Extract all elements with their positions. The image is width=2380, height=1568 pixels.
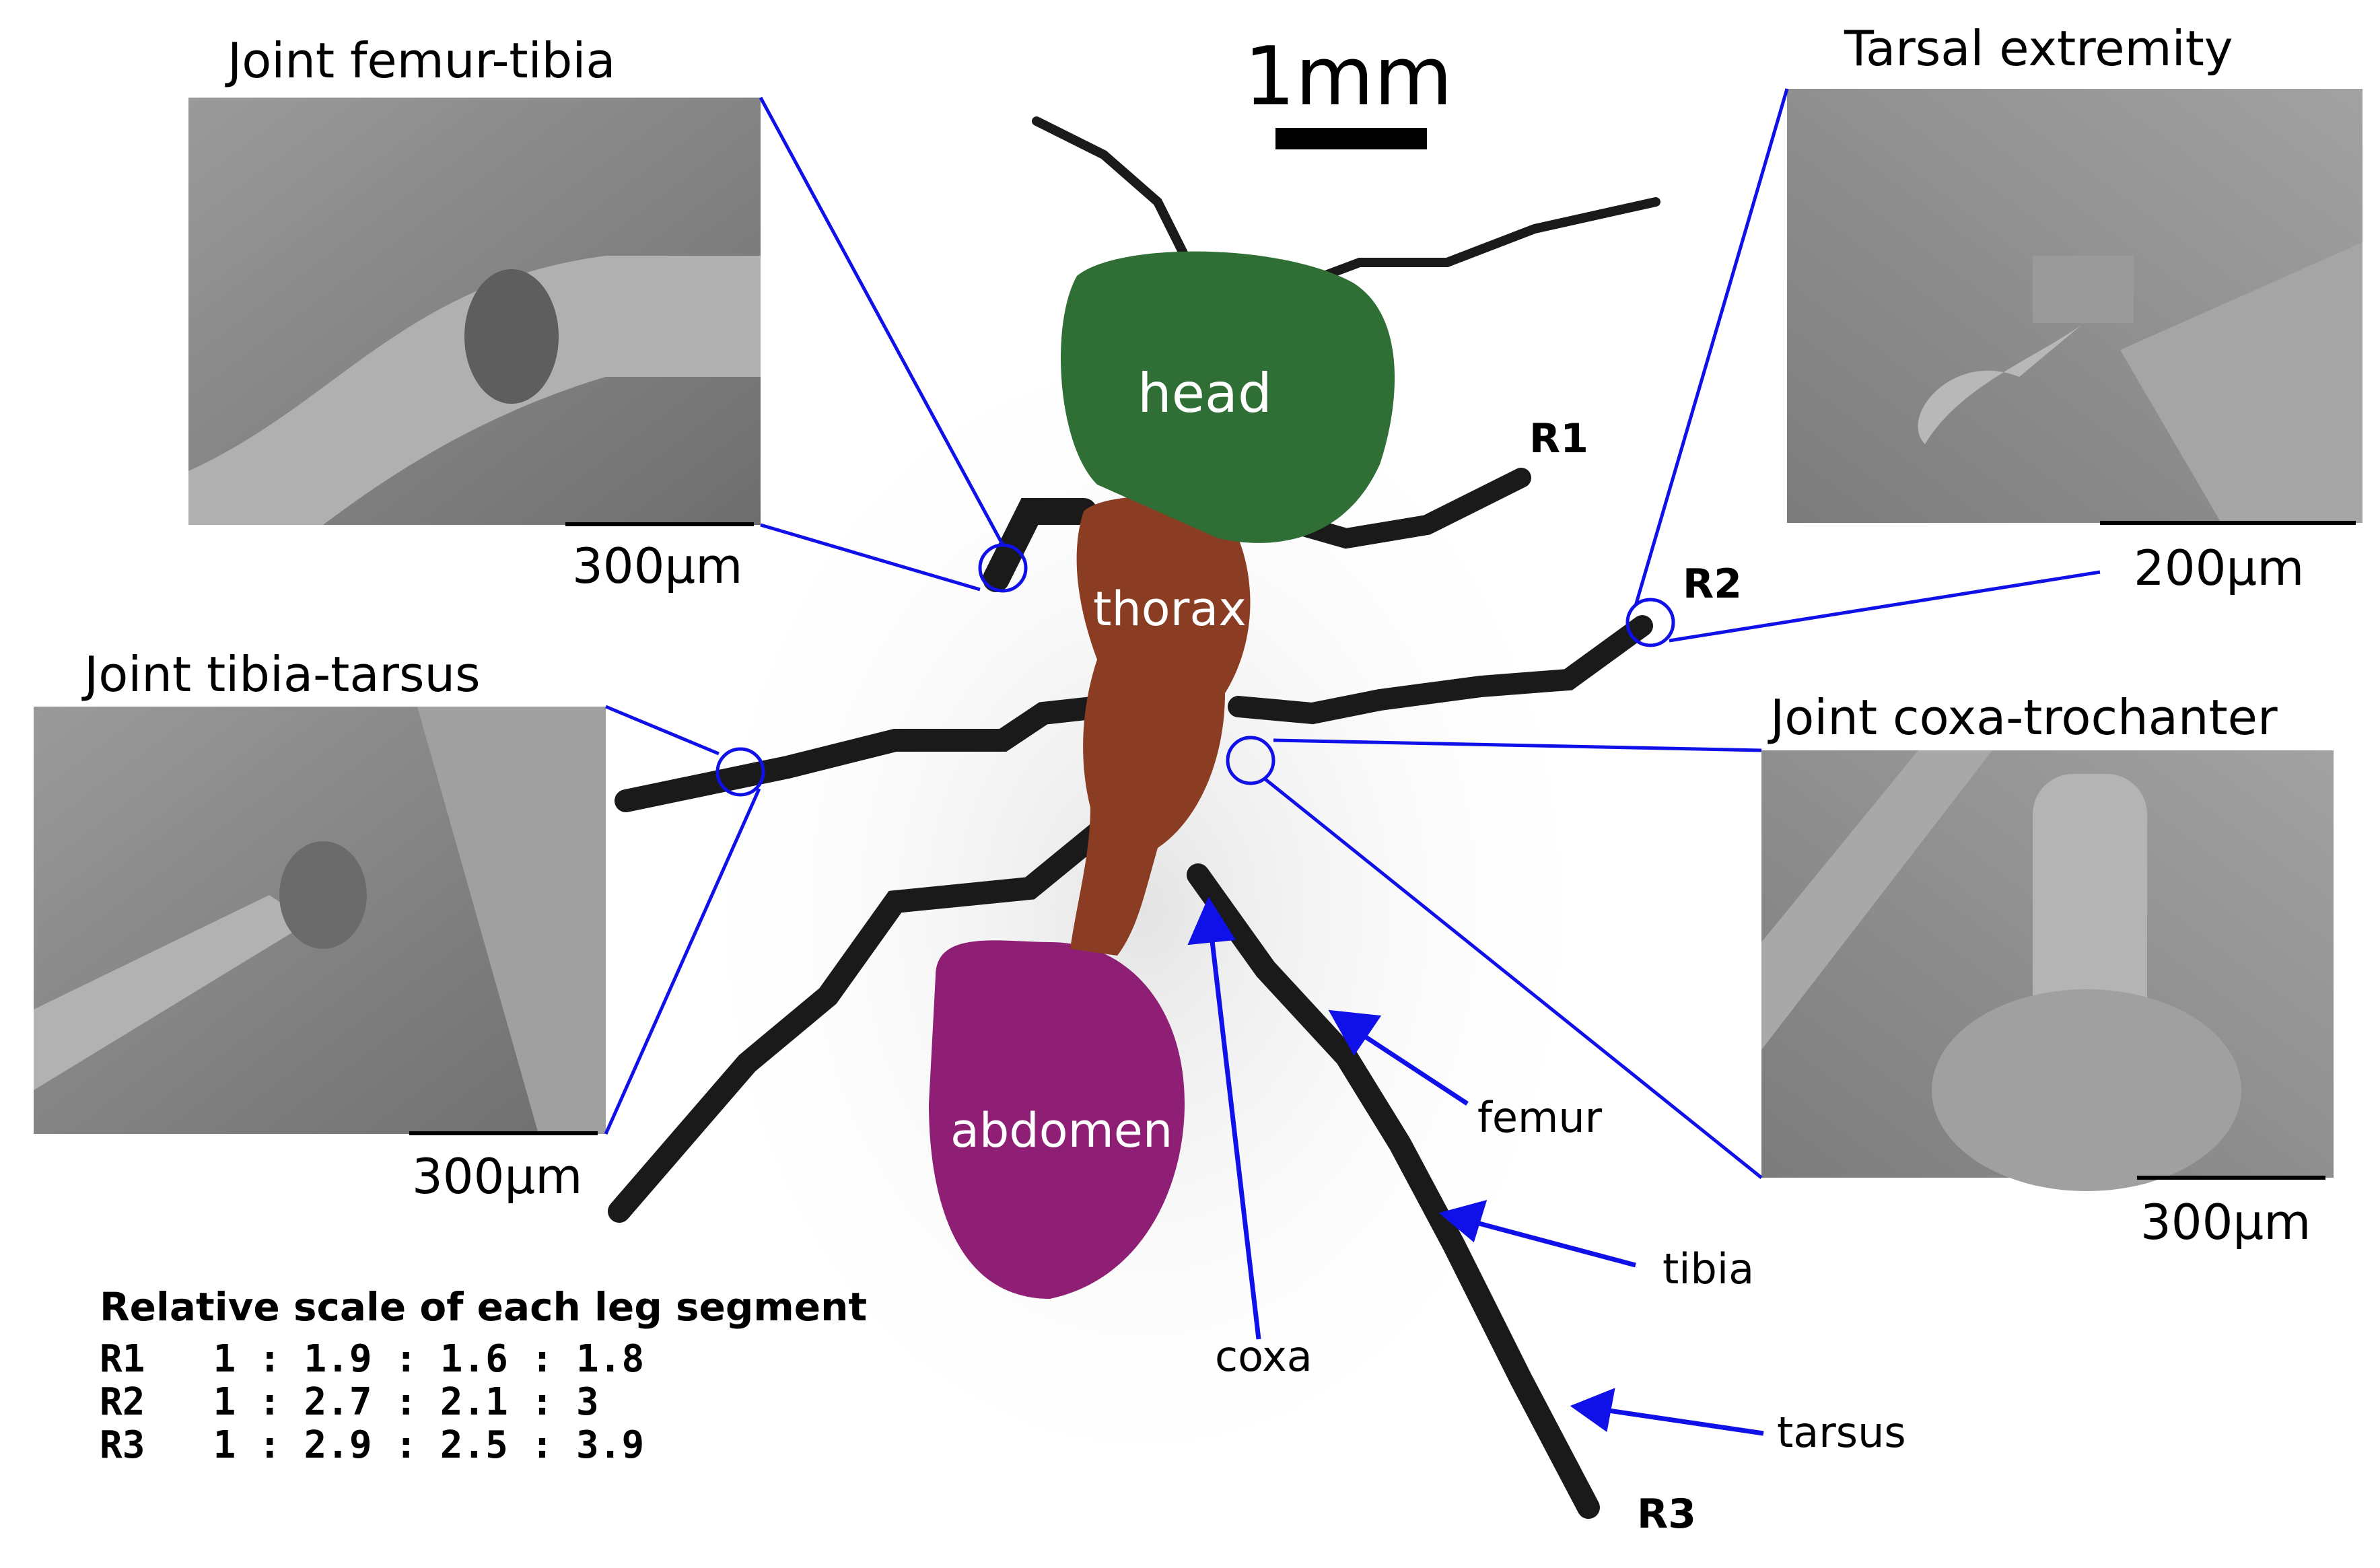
ratio-row: R3 1 : 2.9 : 2.5 : 3.9 <box>100 1424 867 1467</box>
femur-arrowhead <box>1328 1009 1382 1056</box>
ant-body <box>929 251 1395 1299</box>
inset-scale-tibia-tarsus: 300µm <box>412 1148 583 1205</box>
ratio-row-leg: R2 <box>100 1380 145 1424</box>
left-front-leg <box>983 498 1097 592</box>
tarsal-scale-bar <box>2100 521 2356 525</box>
inset-title-coxa-trochanter: Joint coxa-trochanter <box>1770 689 2278 746</box>
ratio-row-values: 1 : 2.9 : 2.5 : 3.9 <box>213 1423 645 1467</box>
inset-title-femur-tibia: Joint femur-tibia <box>228 32 616 89</box>
inset-title-tarsal-extremity: Tarsal extremity <box>1844 20 2233 77</box>
thorax-shape <box>1070 496 1251 956</box>
sem-femur-tibia-image <box>188 98 761 525</box>
head-label: head <box>1138 362 1272 425</box>
legs <box>608 116 1660 1519</box>
segment-arrows <box>1187 896 1764 1436</box>
ratio-row-values: 1 : 2.7 : 2.1 : 3 <box>213 1380 599 1424</box>
ratio-table-title: Relative scale of each leg segment <box>100 1284 868 1330</box>
leg-tag-r2: R2 <box>1683 561 1742 608</box>
leg-tag-r1: R1 <box>1529 415 1588 462</box>
femur-tibia-scale-bar <box>565 522 754 526</box>
sem-tarsal-extremity-image <box>1787 89 2362 523</box>
callout-tibia-tarsus-circle <box>715 747 765 797</box>
inset-scale-femur-tibia: 300µm <box>572 538 743 594</box>
ratio-row-leg: R3 <box>100 1423 145 1467</box>
sem-coxa-trochanter-image <box>1761 750 2334 1191</box>
scale-bars <box>409 128 2356 1180</box>
segment-label-femur: femur <box>1477 1093 1603 1142</box>
inset-scale-coxa-trochanter: 300µm <box>2140 1194 2311 1250</box>
ratio-row-leg: R1 <box>100 1337 145 1381</box>
left-middle-leg <box>615 695 1115 812</box>
segment-label-coxa: coxa <box>1215 1332 1312 1381</box>
tibia-arrowhead <box>1438 1199 1488 1243</box>
segment-label-tarsus: tarsus <box>1777 1408 1906 1457</box>
tibia-tarsus-scale-bar <box>409 1131 598 1135</box>
sem-tibia-tarsus-image <box>34 707 606 1134</box>
inset-scale-tarsal-extremity: 200µm <box>2134 540 2305 596</box>
ratio-row: R2 1 : 2.7 : 2.1 : 3 <box>100 1381 867 1424</box>
right-antenna <box>1301 197 1660 287</box>
tarsus-arrowhead <box>1570 1388 1615 1433</box>
abdomen-label: abdomen <box>950 1103 1173 1158</box>
callout-coxa-trochanter-circle <box>1226 736 1275 785</box>
coxa-trochanter-scale-bar <box>2137 1176 2325 1180</box>
left-antenna <box>1032 116 1189 260</box>
leg-segment-ratio-table: Relative scale of each leg segment R1 1 … <box>100 1285 867 1467</box>
ratio-row: R1 1 : 1.9 : 1.6 : 1.8 <box>100 1338 867 1381</box>
abdomen-shape <box>929 940 1185 1299</box>
head-shape <box>1061 251 1395 543</box>
coxa-arrowhead <box>1187 896 1236 946</box>
leg-tag-r3: R3 <box>1637 1491 1696 1538</box>
callout-tarsal-circle <box>1625 598 1675 647</box>
ratio-row-values: 1 : 1.9 : 1.6 : 1.8 <box>213 1337 645 1381</box>
photo-background <box>673 303 1615 1514</box>
main-scale-label: 1mm <box>1244 30 1453 124</box>
thorax-label: thorax <box>1093 581 1247 637</box>
left-hind-leg <box>608 816 1115 1223</box>
right-hind-leg <box>1187 863 1600 1519</box>
segment-label-tibia: tibia <box>1663 1244 1755 1293</box>
right-middle-leg <box>1228 615 1653 725</box>
callouts <box>604 88 2101 1179</box>
inset-title-tibia-tarsus: Joint tibia-tarsus <box>84 646 481 703</box>
main-scale-bar <box>1275 128 1427 149</box>
